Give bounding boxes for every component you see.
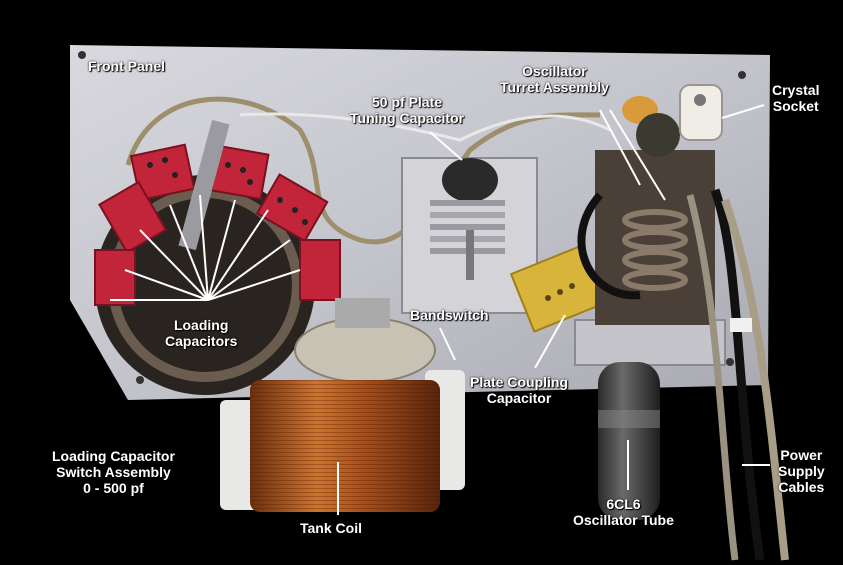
capacitor-terminal-dots [147, 157, 308, 225]
power-cable-braided [686, 194, 739, 561]
cable-tie [730, 318, 752, 332]
pointer-load-7 [207, 239, 291, 301]
turret-dark-capacitor [636, 113, 680, 157]
pointer-turret-2 [609, 109, 666, 201]
pointer-plate-coupling [534, 314, 566, 369]
label-oscillator-turret: Oscillator Turret Assembly [500, 63, 609, 95]
power-cable-black [710, 188, 765, 561]
power-cable-braided [721, 198, 789, 561]
panel-screw-hole [136, 376, 144, 384]
turret-chassis [574, 319, 726, 366]
tube-glass-band [598, 410, 660, 428]
label-loading-capacitor-switch: Loading Capacitor Switch Assembly 0 - 50… [52, 448, 175, 496]
pointer-load-2 [139, 229, 209, 301]
pointer-plate-tuning [429, 131, 463, 161]
annotation-pointers [110, 104, 770, 515]
crystal-socket [679, 84, 723, 141]
label-front-panel: Front Panel [88, 58, 166, 74]
white-wire [239, 112, 611, 142]
pointer-load-5 [207, 199, 236, 301]
label-power-supply-cables: Power Supply Cables [778, 447, 825, 495]
pointer-load-1 [124, 269, 209, 301]
label-crystal-socket: Crystal Socket [772, 82, 820, 114]
label-tank-coil: Tank Coil [300, 520, 362, 536]
pointer-crystal [721, 104, 765, 119]
tuning-capacitor-insulator [442, 158, 498, 202]
pointer-load-8 [207, 269, 301, 301]
tank-coil-windings [250, 380, 440, 512]
label-bandswitch: Bandswitch [410, 307, 489, 323]
pointer-load-3 [169, 204, 209, 301]
tuning-capacitor-shaft [466, 230, 474, 280]
turret-rings [622, 209, 688, 291]
pointer-load-4 [199, 194, 209, 301]
coupling-capacitor-holes [545, 283, 575, 301]
pointer-bandswitch [439, 327, 456, 361]
label-oscillator-tube: 6CL6 Oscillator Tube [573, 496, 674, 528]
crystal-socket-hole [694, 94, 706, 106]
pointer-load-6 [207, 209, 269, 301]
braided-wire [125, 96, 601, 245]
label-plate-coupling-capacitor: Plate Coupling Capacitor [470, 374, 568, 406]
pointer-turret [599, 109, 641, 186]
panel-screw-hole [738, 71, 746, 79]
label-plate-tuning-capacitor: 50 pf Plate Tuning Capacitor [350, 94, 465, 126]
loading-capacitor-blocks [94, 143, 341, 306]
bandswitch-bracket [335, 298, 390, 328]
label-loading-capacitors: Loading Capacitors [165, 317, 238, 349]
switch-shaft [178, 119, 230, 251]
black-wire-loop [577, 192, 641, 300]
panel-screw-hole [78, 51, 86, 59]
panel-screw-hole [726, 358, 734, 366]
